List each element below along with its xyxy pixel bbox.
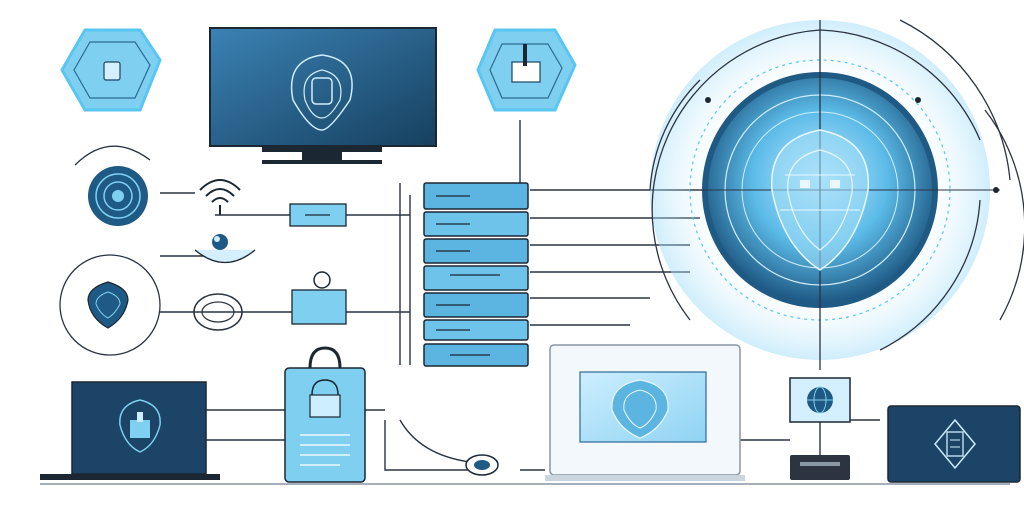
wifi-signal-icon	[199, 179, 241, 215]
globe-shield-icon	[649, 19, 1024, 370]
padlock-device-icon	[284, 346, 366, 483]
hexagon-lock-icon	[60, 28, 162, 112]
lock-node-icon	[194, 234, 256, 263]
connection-lines	[160, 120, 880, 471]
padlock-ring-icon	[193, 271, 347, 331]
laptop-screen-icon	[545, 344, 745, 481]
server-rack-icon	[423, 182, 529, 367]
disk-node-icon	[465, 454, 499, 476]
laptop-shield-icon	[40, 381, 220, 480]
monitor-shield-icon	[209, 27, 437, 164]
fingerprint-target-icon	[74, 145, 151, 226]
hexagon-padlock-icon	[476, 28, 577, 112]
globe-badge-icon	[789, 377, 851, 480]
tablet-lock-icon	[887, 405, 1021, 483]
shield-circle-icon	[59, 254, 161, 356]
keycard-icon	[289, 203, 347, 227]
